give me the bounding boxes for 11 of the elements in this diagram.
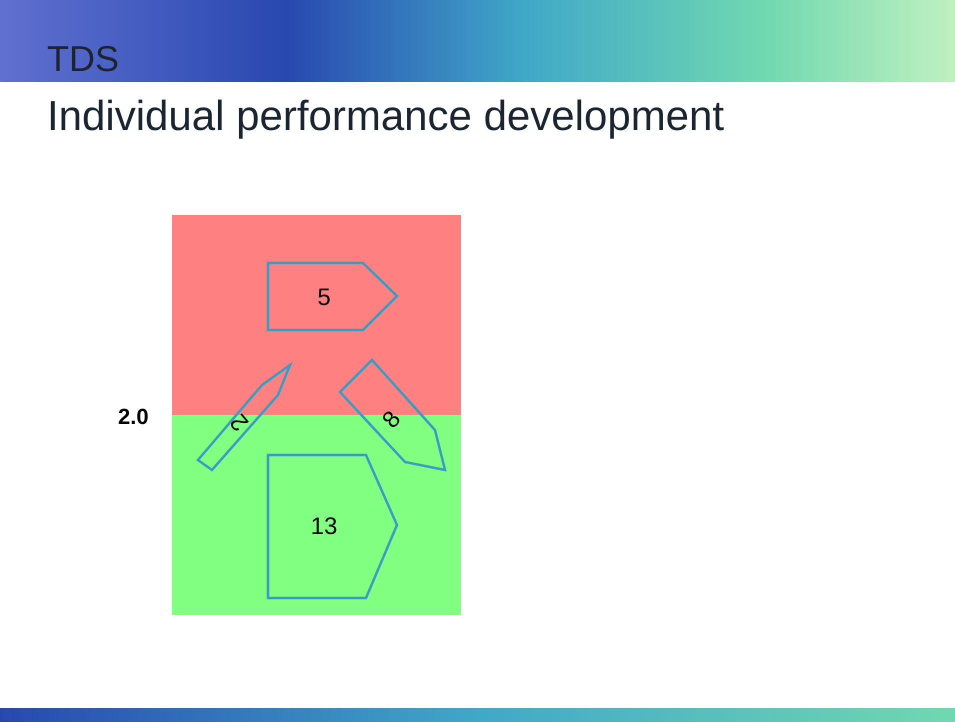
axis-value: 2.0 [118, 404, 149, 430]
slide-title: Individual performance development [47, 92, 724, 140]
shape-number: 5 [317, 284, 331, 312]
shape-number: 2 [224, 408, 256, 436]
shape-number: 8 [376, 406, 408, 434]
pentagon-outline [268, 263, 397, 330]
shape-number: 13 [310, 513, 338, 541]
pentagon-outline [268, 455, 397, 598]
pentagon-outline [197, 364, 292, 472]
slide-heading: TDS [47, 38, 119, 80]
pentagon-outline [338, 358, 448, 472]
